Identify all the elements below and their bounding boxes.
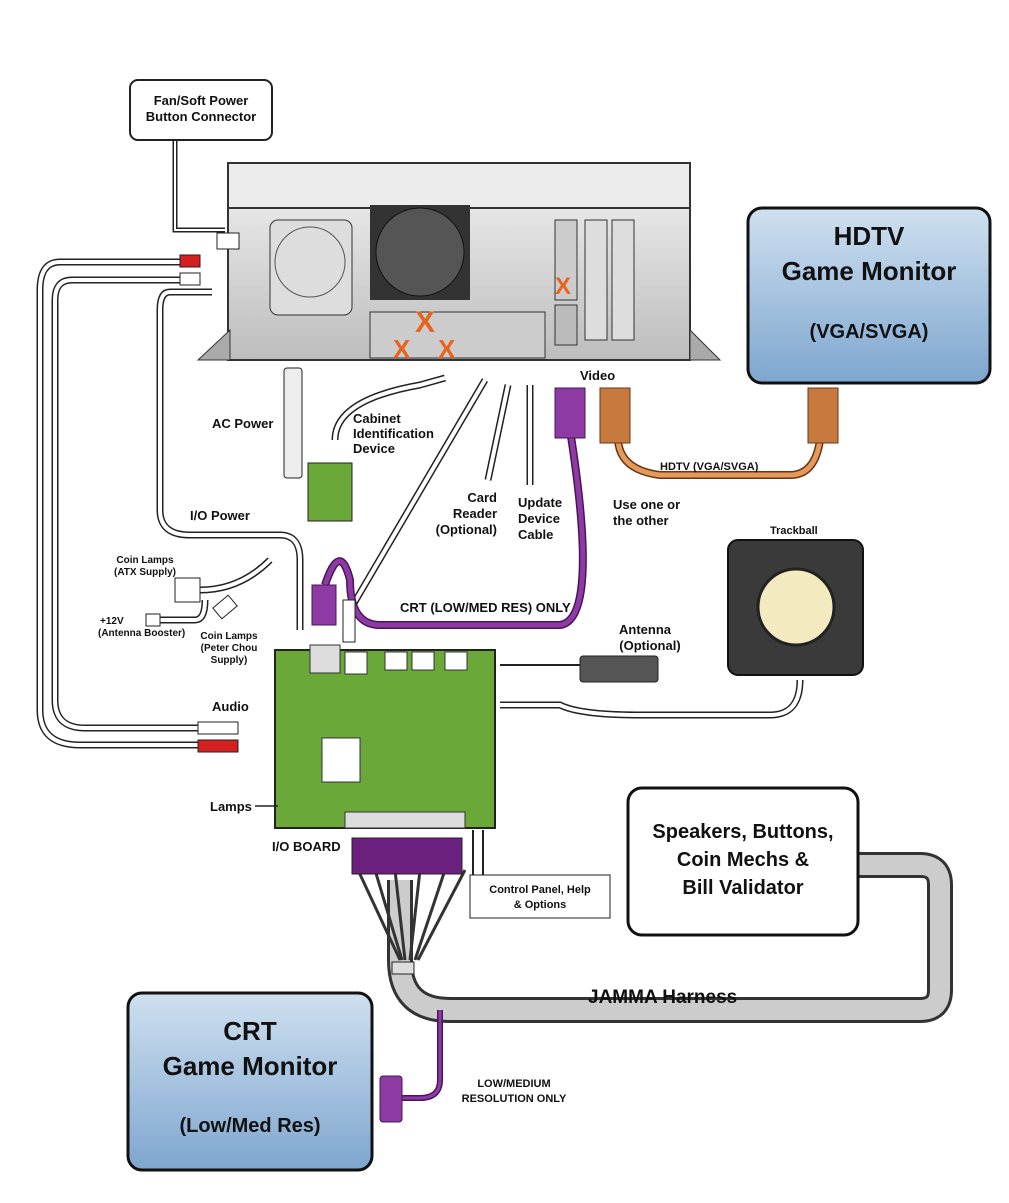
svg-text:Game Monitor: Game Monitor [782,256,957,286]
pc-chassis: X X X X [179,162,722,364]
disabled-port-icon: X X X X [393,273,571,364]
cabinet-id-device [307,462,353,522]
vga-connector-monitor [807,387,839,444]
jamma-connector [351,837,463,875]
crt-monitor-box: CRT Game Monitor (Low/Med Res) [126,991,374,1172]
svg-text:(Optional): (Optional) [436,522,497,537]
cables [36,140,953,1123]
antenna-icon [579,655,659,683]
svg-text:Identification: Identification [353,426,434,441]
video-label: Video [580,368,615,383]
svg-text:the other: the other [613,513,669,528]
svg-text:(Peter Chou: (Peter Chou [201,643,258,654]
use-one-label: Use one or the other [613,497,680,528]
svg-text:Speakers, Buttons,: Speakers, Buttons, [652,821,833,843]
svg-text:(Antenna Booster): (Antenna Booster) [98,628,185,639]
lamps-label: Lamps [210,799,252,814]
card-reader-label: Card Reader (Optional) [436,490,497,537]
svg-text:Supply): Supply) [211,655,248,666]
trackball-label: Trackball [770,525,818,537]
svg-text:Device: Device [518,511,560,526]
svg-text:Use one or: Use one or [613,497,680,512]
svg-text:Coin Mechs &: Coin Mechs & [677,849,809,871]
svg-text:Game Monitor: Game Monitor [163,1051,338,1081]
svg-text:(VGA/SVGA): (VGA/SVGA) [810,321,929,343]
svg-text:LOW/MEDIUM: LOW/MEDIUM [477,1078,550,1090]
svg-text:Coin Lamps: Coin Lamps [200,631,258,642]
svg-text:(ATX Supply): (ATX Supply) [114,567,176,578]
svg-text:(Low/Med Res): (Low/Med Res) [179,1115,320,1137]
vga-connector-hdtv [599,387,631,444]
svg-text:+12V: +12V [100,616,124,627]
svg-text:X: X [555,273,571,300]
fan-connector-plug [216,232,240,250]
svg-text:RESOLUTION ONLY: RESOLUTION ONLY [462,1093,567,1105]
psu-fan-grill [269,219,353,316]
coin-lamps-atx-label: Coin Lamps (ATX Supply) [114,555,176,578]
vga-connector-crt [554,387,586,439]
svg-text:Fan/Soft Power: Fan/Soft Power [154,93,249,108]
svg-text:(Optional): (Optional) [619,638,680,653]
svg-text:Antenna: Antenna [619,622,672,637]
coin-lamps-pc-label: Coin Lamps (Peter Chou Supply) [200,631,258,666]
svg-text:Update: Update [518,495,562,510]
ac-power-label: AC Power [212,416,273,431]
io-board [274,644,496,975]
low-med-label: LOW/MEDIUM RESOLUTION ONLY [462,1078,567,1105]
audio-label: Audio [212,699,249,714]
svg-text:Cabinet: Cabinet [353,411,401,426]
svg-text:Card: Card [467,490,497,505]
svg-text:& Options: & Options [514,899,567,911]
hdtv-cable-label: HDTV (VGA/SVGA) [660,461,759,473]
speakers-box: Speakers, Buttons, Coin Mechs & Bill Val… [626,786,860,937]
crt-only-label: CRT (LOW/MED RES) ONLY [400,600,571,615]
svg-text:Cable: Cable [518,527,553,542]
svg-text:HDTV: HDTV [834,221,905,251]
io-board-label: I/O BOARD [272,839,341,854]
svg-text:Bill Validator: Bill Validator [682,877,803,899]
io-power-label: I/O Power [190,508,250,523]
antenna-label: Antenna (Optional) [619,622,681,653]
jamma-harness-label: JAMMA Harness [588,987,737,1008]
svg-text:Control Panel, Help: Control Panel, Help [489,884,591,896]
svg-text:CRT: CRT [223,1016,277,1046]
svg-text:Button Connector: Button Connector [146,109,256,124]
svg-text:X: X [415,306,435,339]
cabinet-id-label: Cabinet Identification Device [353,411,434,456]
svg-text:Coin Lamps: Coin Lamps [116,555,174,566]
trackball-icon [727,539,864,676]
svg-text:Device: Device [353,441,395,456]
antenna-booster-label: +12V (Antenna Booster) [98,616,185,639]
svg-text:Reader: Reader [453,506,497,521]
svg-text:X: X [438,334,456,364]
update-cable-label: Update Device Cable [518,495,562,542]
svg-text:X: X [393,334,411,364]
hdtv-monitor-box: HDTV Game Monitor (VGA/SVGA) [746,206,992,385]
fan-connector-callout: Fan/Soft Power Button Connector [129,79,273,141]
control-panel-callout: Control Panel, Help & Options [469,874,611,919]
ac-power-plug [283,367,303,479]
